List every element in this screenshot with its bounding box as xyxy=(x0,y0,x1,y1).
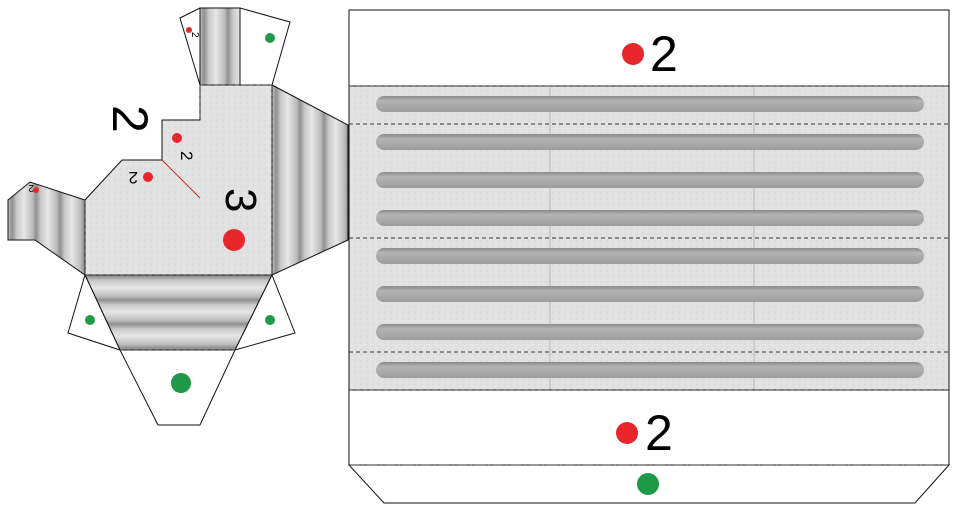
center-piece-label: 3 xyxy=(216,188,265,212)
red-dot-icon xyxy=(186,27,192,33)
green-dot-icon xyxy=(265,33,275,43)
lower-right-tab xyxy=(234,273,296,351)
lower-left-tab xyxy=(67,273,121,351)
red-dot-icon xyxy=(33,187,39,193)
top-tip-label: 2 xyxy=(189,32,200,38)
green-dot-icon xyxy=(171,373,191,393)
red-dot-icon xyxy=(172,133,182,143)
red-dot-icon xyxy=(223,229,245,251)
right-wing-panel xyxy=(271,84,349,276)
green-dot-icon xyxy=(637,473,659,495)
left-wing-panel xyxy=(7,181,86,276)
groove-7 xyxy=(376,324,924,340)
corner-b-label: 2 xyxy=(129,168,138,187)
left-net xyxy=(7,7,349,426)
top-flap-label: 2 xyxy=(650,26,678,82)
groove-5 xyxy=(376,248,924,264)
grooves xyxy=(376,96,924,378)
groove-6 xyxy=(376,286,924,302)
green-dot-icon xyxy=(85,315,95,325)
top-strip-panel xyxy=(199,7,241,86)
left-tip-label: 2 xyxy=(28,182,34,193)
groove-3 xyxy=(376,172,924,188)
green-dot-icon xyxy=(265,315,275,325)
corner-a-label: 2 xyxy=(177,151,196,160)
red-dot-icon xyxy=(622,43,644,65)
red-dot-icon xyxy=(143,172,153,182)
right-fold-lines xyxy=(349,85,949,391)
groove-8 xyxy=(376,362,924,378)
red-dot-icon xyxy=(616,422,638,444)
groove-4 xyxy=(376,210,924,226)
groove-2 xyxy=(376,134,924,150)
bottom-flap-label: 2 xyxy=(645,405,673,461)
bottom-flap xyxy=(348,389,950,466)
groove-1 xyxy=(376,96,924,112)
left-side-label: 2 xyxy=(102,105,158,133)
cut-line xyxy=(161,159,201,199)
grooved-body xyxy=(348,85,950,391)
top-flap xyxy=(348,9,950,87)
left-fold-lines xyxy=(84,84,273,351)
